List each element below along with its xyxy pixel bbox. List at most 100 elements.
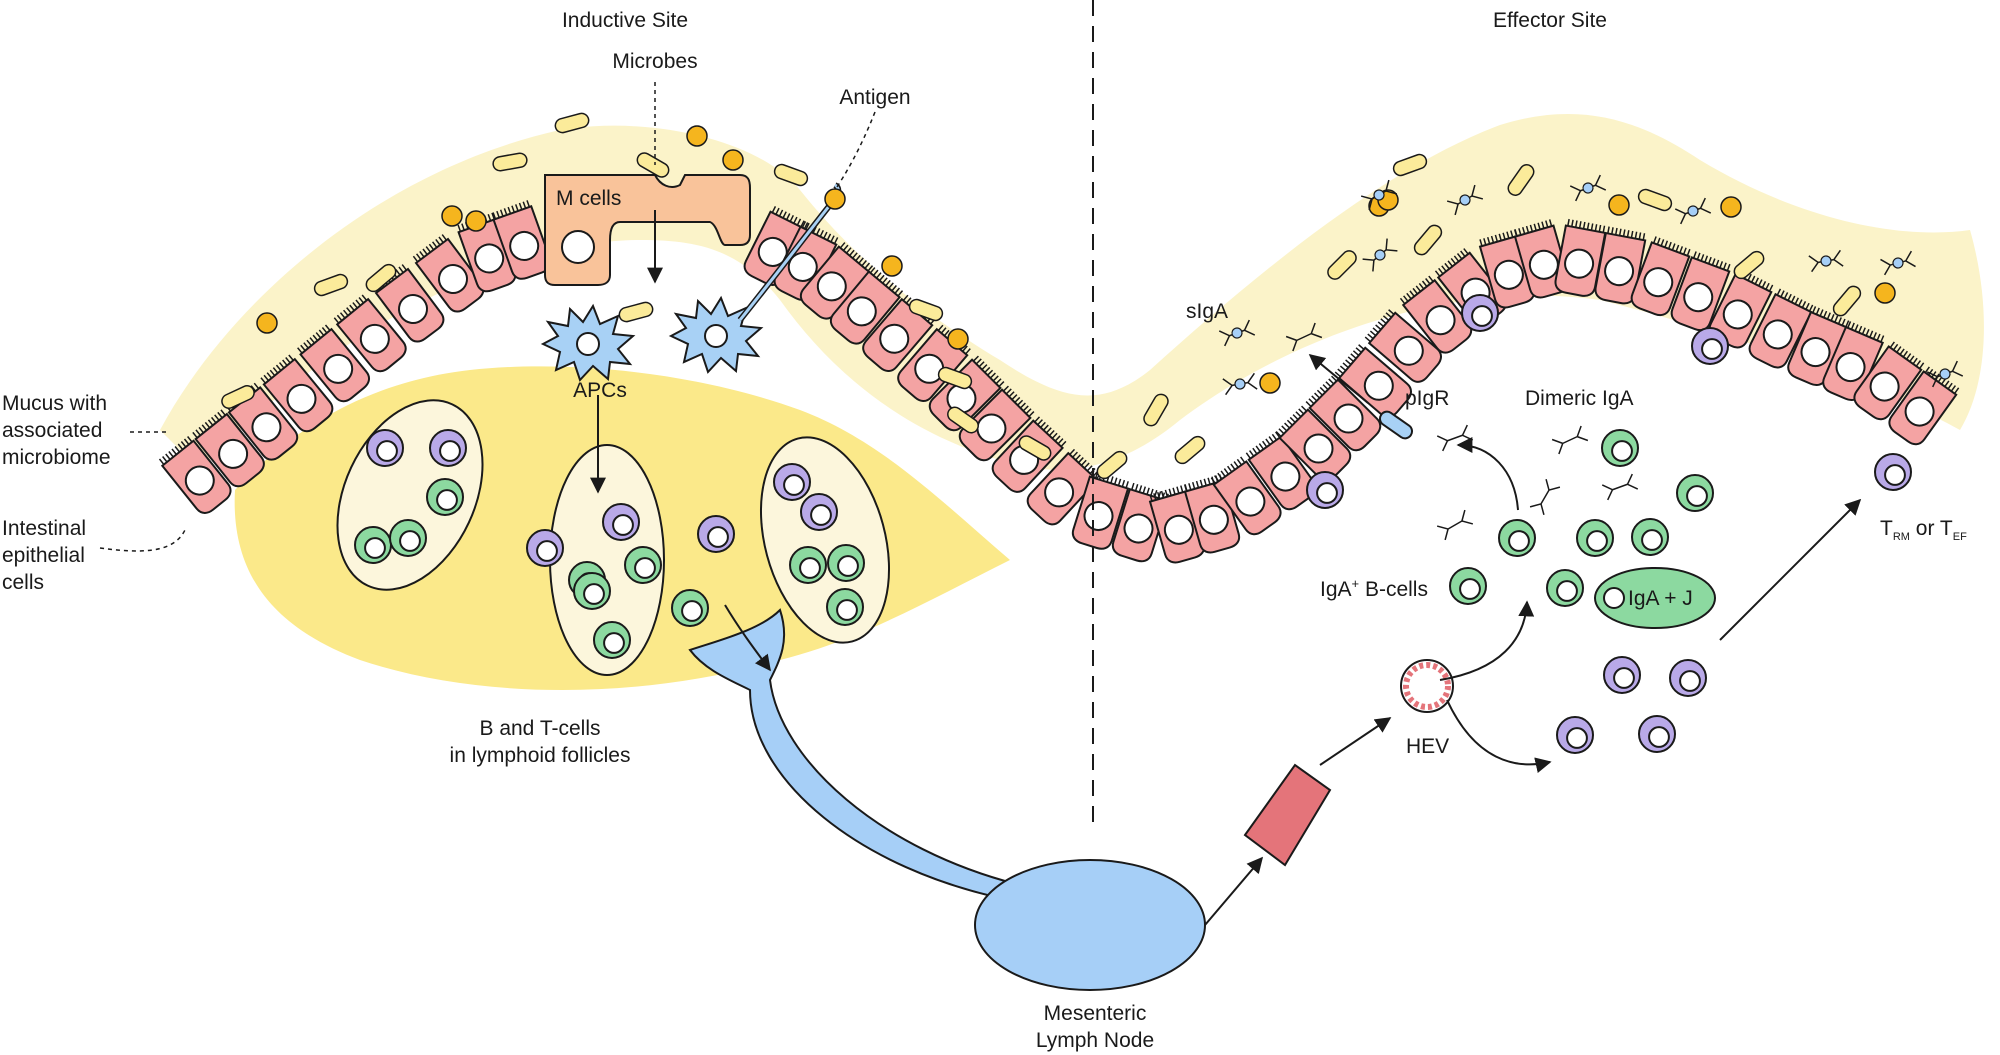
coccus-bacterium [722, 149, 744, 171]
dimeric-iga [1285, 322, 1323, 352]
t-cell [1874, 453, 1912, 491]
t-cell [429, 429, 467, 467]
t-cell [1669, 659, 1707, 697]
epithelial-cell [1888, 366, 1960, 446]
iga-b-cells-sup: + [1351, 576, 1360, 591]
m-cells-label: M cells [556, 187, 622, 210]
iga-b-cells-text: IgA [1320, 578, 1352, 601]
epithelial-cell [1210, 456, 1282, 536]
b-cell [1546, 569, 1584, 607]
follicles-label-line: in lymphoid follicles [449, 744, 631, 767]
b-cell [827, 544, 865, 582]
apcs-label: APCs [573, 379, 627, 402]
rod-bacterium [1174, 435, 1206, 465]
rod-bacterium [365, 263, 397, 293]
coccus-bacterium [824, 188, 846, 210]
b-cell [354, 526, 392, 564]
t-rm: T [1880, 517, 1893, 540]
epithelial-cell [1822, 321, 1885, 402]
coccus-bacterium [1874, 282, 1896, 304]
epithelial-cell [1071, 470, 1130, 550]
lymph-node-label-line: Lymph Node [1035, 1029, 1155, 1052]
b-cell [573, 572, 611, 610]
secretory-iga [1218, 319, 1256, 347]
dimeric-iga [1436, 509, 1474, 541]
rod-bacterium [773, 163, 809, 187]
lymph-vessel [688, 608, 1022, 902]
epithelial-label: Intestinal epithelial cells [2, 515, 86, 596]
antibodies [1218, 174, 1964, 541]
epithelial-cell [158, 436, 232, 514]
b-cell [1676, 474, 1714, 512]
hev-to-tcells-arrow [1446, 699, 1552, 774]
b-cell [671, 589, 709, 627]
b-cell [1498, 519, 1536, 557]
t-cells-label: TRM or TEF [1880, 515, 1967, 551]
rod-bacterium [1832, 285, 1862, 317]
t-cell [602, 503, 640, 541]
t-cell [773, 463, 811, 501]
to-lymph-arrow [724, 604, 771, 672]
dimeric-iga-label: Dimeric IgA [1525, 387, 1634, 410]
rod-bacterium [492, 152, 528, 172]
coccus-bacterium [256, 312, 278, 334]
blood-vessel [1243, 763, 1332, 867]
epithelial-cell [372, 264, 445, 343]
secretory-iga [1674, 197, 1712, 225]
coccus-bacterium [947, 328, 969, 350]
epithelial-cell [492, 200, 552, 280]
coccus-bacterium [881, 255, 903, 277]
rod-bacterium [908, 298, 944, 322]
m-cell-nucleus [561, 230, 595, 264]
epithelial-leader [99, 529, 186, 552]
mucus-label-line: associated [2, 419, 103, 442]
epithelial-label-line: epithelial [2, 544, 85, 567]
plasma-cell-nucleus [1603, 587, 1625, 609]
secretory-iga [1222, 372, 1258, 396]
rod-bacterium [947, 406, 979, 434]
iga-j-label: IgA + J [1628, 587, 1693, 610]
rod-bacterium [1327, 250, 1357, 280]
secretory-iga [1360, 179, 1398, 211]
epithelial-cell [829, 267, 904, 345]
epithelial-cell [1748, 288, 1814, 369]
rod-bacterium [554, 112, 590, 134]
secretory-iga [1569, 174, 1607, 202]
epithelial-cell [1305, 375, 1382, 452]
coccus-bacterium [465, 210, 487, 232]
t-or: or T [1909, 517, 1953, 540]
b-cell [1631, 518, 1669, 556]
microbes-label: Microbes [612, 50, 698, 73]
pigr-to-siga-arrow [1308, 353, 1369, 404]
dimeric-iga [1436, 424, 1474, 452]
hev-to-bcells-arrow [1439, 600, 1535, 681]
m-cell [544, 174, 751, 286]
iga-j-plasma-cell [1594, 567, 1716, 629]
epithelial-cell [412, 234, 485, 313]
b-cell [624, 546, 662, 584]
rod-bacterium [937, 366, 973, 390]
coccus-bacterium [1720, 196, 1742, 218]
b-cell [1576, 519, 1614, 557]
bcell-to-pigr-arrow [1456, 437, 1519, 511]
coccus-bacterium [441, 205, 463, 227]
rod-bacterium [636, 152, 670, 178]
vessel-to-hev-arrow [1319, 717, 1392, 766]
rod-bacterium [1392, 153, 1428, 177]
epithelial-label-line: cells [2, 571, 45, 594]
follicles-label-line: B and T-cells [479, 717, 601, 740]
t-rm-sub: RM [1892, 531, 1910, 544]
follicles-label: B and T-cells in lymphoid follicles [420, 715, 660, 769]
antigen-label: Antigen [839, 86, 911, 109]
coccus-bacterium [686, 125, 708, 147]
t-ef-sub: EF [1952, 531, 1967, 544]
apc-cell [668, 295, 764, 374]
epithelial-cell [1630, 236, 1691, 317]
lymphocytes [354, 294, 1912, 754]
node-to-vessel-arrow [1204, 856, 1264, 926]
apc-cell [540, 303, 636, 382]
epithelial-label-line: Intestinal [2, 517, 87, 540]
dimeric-iga [1551, 425, 1589, 455]
epithelial-cell [192, 409, 265, 488]
epithelial-cell [958, 385, 1035, 462]
